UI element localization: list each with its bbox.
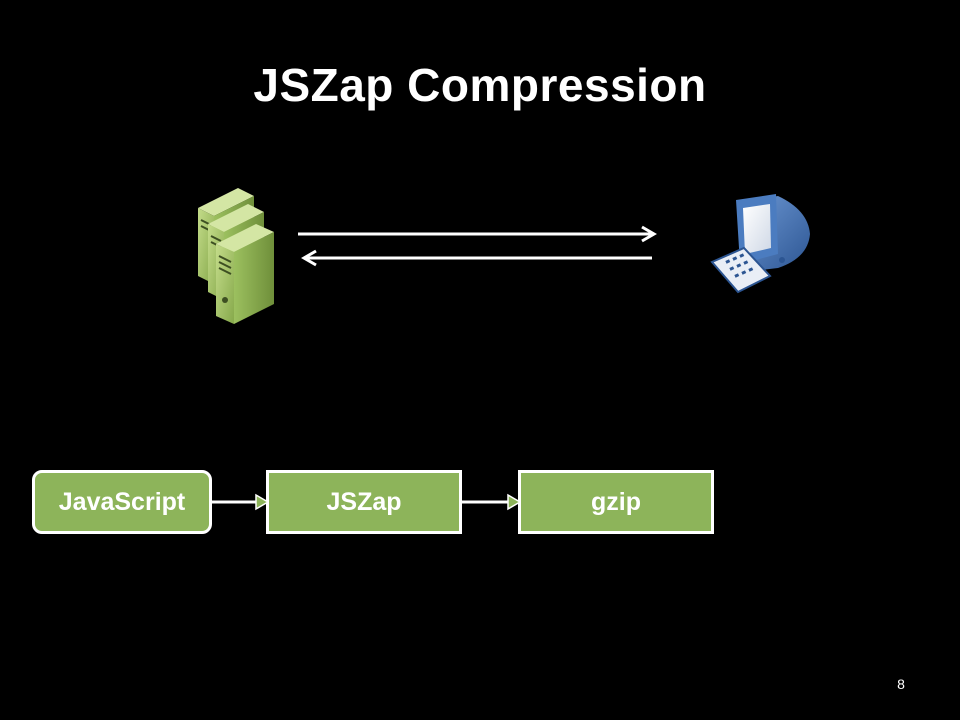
- flow-box-jszap: JSZap: [266, 470, 462, 534]
- server-stack-icon: [198, 188, 274, 324]
- page-number: 8: [897, 676, 905, 692]
- request-arrow: [298, 225, 657, 243]
- flow-box-gzip: gzip: [518, 470, 714, 534]
- request-response-arrows: [298, 225, 657, 267]
- flow-box-javascript: JavaScript: [32, 470, 212, 534]
- desktop-computer-icon: [710, 194, 810, 294]
- flow-arrow-1: [212, 493, 268, 511]
- response-arrow: [301, 249, 652, 267]
- slide-title: JSZap Compression: [253, 59, 707, 111]
- flow-arrow-2: [462, 493, 520, 511]
